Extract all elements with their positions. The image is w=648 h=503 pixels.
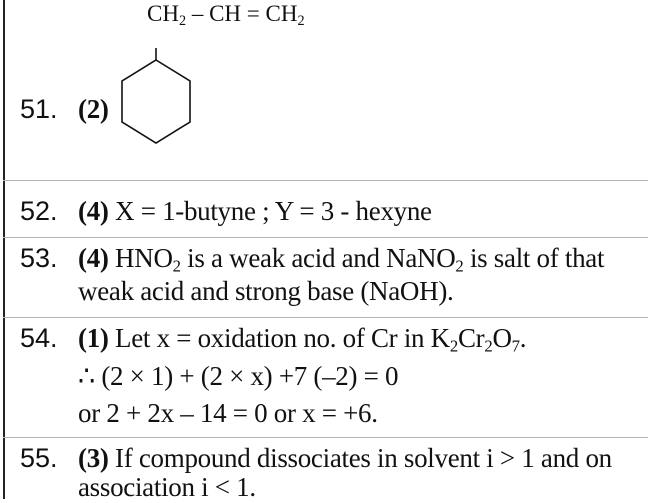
answer-52: (4) X = 1-butyne ; Y = 3 - hexyne <box>78 196 432 226</box>
answer-54-line-3: or 2 + 2x – 14 = 0 or x = +6. <box>78 398 378 428</box>
divider <box>3 180 648 181</box>
cyclohexane-ring-structure <box>121 48 191 144</box>
question-number-53: 53. <box>20 243 58 273</box>
answer-55-line-2: association i < 1. <box>78 472 256 502</box>
answer-53-line-1: (4) HNO2 is a weak acid and NaNO2 is sal… <box>78 243 605 276</box>
hexagon-ring <box>121 59 191 144</box>
question-number-55: 55. <box>20 443 58 473</box>
answer-54-line-1: (1) Let x = oxidation no. of Cr in K2Cr2… <box>78 323 527 356</box>
question-number-52: 52. <box>20 196 58 226</box>
page-left-border <box>3 0 5 499</box>
divider <box>3 237 648 238</box>
answer-55-line-1: (3) If compound dissociates in solvent i… <box>78 443 612 473</box>
question-number-51: 51. <box>20 94 58 124</box>
divider <box>3 317 648 318</box>
answer-53-line-2: weak acid and strong base (NaOH). <box>78 276 454 306</box>
question-number-54: 54. <box>20 323 58 353</box>
answer-51: (2) <box>78 94 109 124</box>
divider <box>3 437 648 438</box>
allyl-substituent-formula: CH2 – CH = CH2 <box>147 1 305 29</box>
answer-54-line-2: ∴ (2 × 1) + (2 × x) +7 (–2) = 0 <box>78 361 399 391</box>
